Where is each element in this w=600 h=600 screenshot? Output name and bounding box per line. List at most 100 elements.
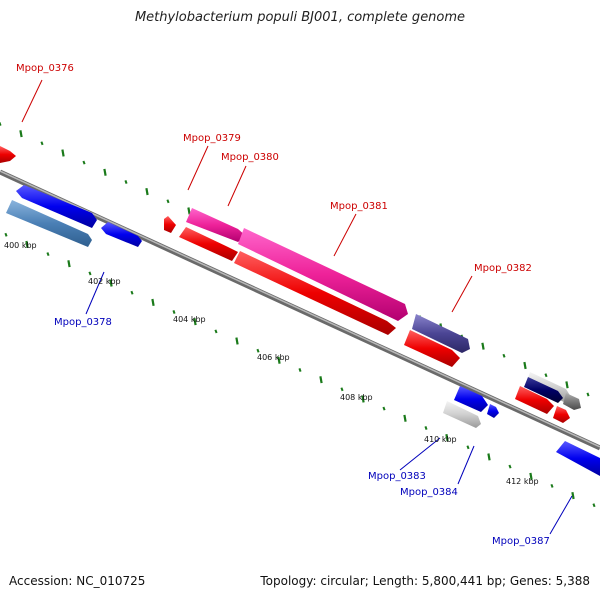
reverse-major-tick	[361, 395, 365, 403]
reverse-minor-tick	[550, 483, 554, 488]
leader-mpop-0381	[333, 213, 357, 257]
gene-feature-mpop-0382[interactable]	[412, 314, 470, 353]
gene-feature-mpop-0378[interactable]	[101, 222, 142, 247]
forward-major-tick	[187, 207, 191, 215]
reverse-minor-tick	[88, 271, 92, 276]
tick-label-408: 408 kbp	[340, 393, 373, 402]
gene-feature-navy-right[interactable]	[524, 377, 563, 403]
leader-mpop-0376	[21, 79, 43, 123]
reverse-major-tick	[109, 279, 113, 287]
reverse-minor-tick	[214, 329, 218, 334]
gene-label-mpop-0387[interactable]: Mpop_0387	[492, 536, 550, 547]
reverse-minor-tick	[382, 406, 386, 411]
reverse-major-tick	[319, 376, 323, 384]
leader-mpop-0379	[187, 145, 209, 191]
label-leaders	[21, 79, 573, 535]
gene-label-mpop-0376[interactable]: Mpop_0376	[16, 63, 74, 74]
reverse-minor-tick	[298, 368, 302, 372]
reverse-major-tick	[193, 318, 197, 326]
genome-backbone-highlight	[0, 170, 600, 448]
forward-major-tick	[61, 149, 65, 157]
tick-label-402: 402 kbp	[88, 277, 121, 286]
reverse-minor-tick	[508, 464, 512, 469]
gene-label-mpop-0379[interactable]: Mpop_0379	[183, 133, 241, 144]
reverse-major-tick	[487, 453, 491, 461]
reverse-minor-tick	[256, 348, 260, 353]
gene-feature-mpop-0379[interactable]	[186, 208, 246, 242]
tick-label-404: 404 kbp	[173, 315, 206, 324]
reverse-minor-tick	[46, 252, 50, 257]
forward-major-tick	[523, 361, 527, 370]
topology-summary: Topology: circular; Length: 5,800,441 bp…	[260, 574, 590, 588]
reverse-major-tick	[529, 472, 533, 480]
forward-major-tick	[481, 342, 485, 350]
leader-mpop-0378	[85, 271, 105, 315]
reverse-minor-tick	[130, 290, 134, 295]
gene-feature-steelblue-400[interactable]	[6, 200, 92, 247]
reverse-minor-tick	[4, 232, 8, 237]
gene-feature-darkgrey-right[interactable]	[563, 393, 581, 410]
tick-label-400: 400 kbp	[4, 241, 37, 250]
gene-label-mpop-0384[interactable]: Mpop_0384	[400, 487, 458, 498]
map-title: Methylobacterium populi BJ001, complete …	[134, 10, 466, 25]
reverse-major-tick	[445, 434, 449, 442]
gene-feature-red-right-small[interactable]	[553, 406, 570, 423]
forward-major-tick	[103, 168, 107, 176]
leader-mpop-0383	[399, 437, 441, 471]
forward-major-tick	[565, 381, 569, 389]
reverse-minor-tick	[172, 310, 176, 314]
forward-minor-tick	[40, 141, 44, 146]
gene-feature-small-blue[interactable]	[487, 404, 499, 418]
gene-feature-mpop-0381[interactable]	[234, 251, 396, 335]
forward-minor-tick	[544, 373, 548, 378]
reverse-major-tick	[67, 260, 71, 268]
tick-label-410: 410 kbp	[424, 435, 457, 444]
gene-feature-mpop-0383[interactable]	[454, 386, 488, 412]
reverse-minor-tick	[340, 387, 344, 392]
reverse-major-tick	[25, 240, 29, 248]
gene-label-mpop-0380[interactable]: Mpop_0380	[221, 152, 279, 163]
gene-feature-small-red[interactable]	[164, 216, 176, 233]
reverse-major-tick	[277, 356, 281, 364]
reverse-major-tick	[235, 337, 239, 345]
major-ticks	[19, 130, 575, 500]
leader-mpop-0387	[549, 495, 573, 535]
reverse-major-tick	[151, 298, 155, 306]
forward-major-tick	[145, 188, 149, 196]
forward-minor-tick	[0, 122, 2, 126]
tick-label-406: 406 kbp	[257, 353, 290, 362]
leader-mpop-0382	[451, 275, 473, 313]
forward-minor-tick	[124, 180, 128, 184]
forward-minor-tick	[166, 199, 170, 204]
gene-label-mpop-0382[interactable]: Mpop_0382	[474, 263, 532, 274]
forward-major-tick	[19, 130, 23, 138]
reverse-major-tick	[403, 414, 407, 422]
feature-track	[0, 146, 600, 476]
gene-feature-red-0382b[interactable]	[404, 330, 460, 367]
gene-feature-mpop-0376[interactable]	[0, 146, 16, 163]
gene-labels: Mpop_0376 Mpop_0379 Mpop_0380 Mpop_0381 …	[16, 63, 550, 547]
forward-minor-tick	[82, 160, 86, 165]
tick-label-412: 412 kbp	[506, 477, 539, 486]
gene-feature-mpop-0380-upper[interactable]	[238, 228, 408, 321]
gene-feature-mpop-0384[interactable]	[443, 401, 481, 428]
reverse-minor-tick	[466, 445, 470, 450]
gene-label-mpop-0378[interactable]: Mpop_0378	[54, 317, 112, 328]
leader-mpop-0384	[457, 445, 475, 485]
reverse-minor-tick	[424, 426, 428, 430]
kbp-tick-labels: 400 kbp 402 kbp 404 kbp 406 kbp 408 kbp …	[4, 241, 539, 486]
genome-backbone	[0, 169, 600, 451]
forward-minor-tick	[586, 392, 590, 397]
gene-feature-mpop-0379-lower[interactable]	[179, 227, 238, 261]
gene-feature-mpop-0387[interactable]	[556, 441, 600, 476]
accession-text: Accession: NC_010725	[9, 574, 146, 588]
reverse-major-tick	[571, 492, 575, 500]
reverse-minor-tick	[592, 503, 596, 508]
forward-minor-tick	[502, 353, 506, 358]
gene-label-mpop-0381[interactable]: Mpop_0381	[330, 201, 388, 212]
gene-feature-red-right[interactable]	[515, 386, 554, 414]
gene-feature-blue-400a[interactable]	[16, 185, 97, 228]
gene-label-mpop-0383[interactable]: Mpop_0383	[368, 471, 426, 482]
